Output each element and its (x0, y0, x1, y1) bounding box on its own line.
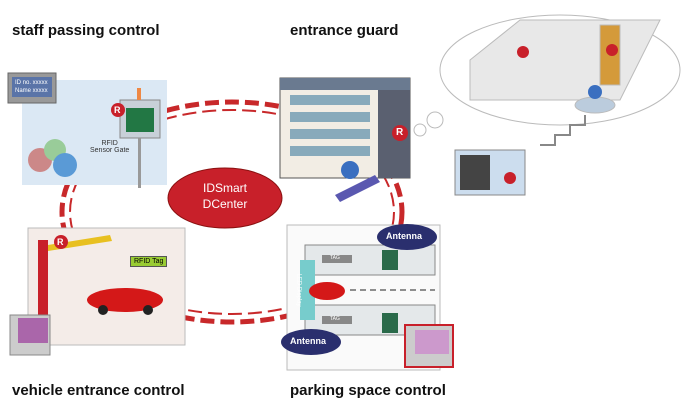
connection-ring (59, 99, 405, 325)
gate-line2: Sensor Gate (90, 147, 130, 154)
antenna-top: Antenna (386, 231, 422, 241)
label-vehicle-entrance: vehicle entrance control (12, 382, 185, 399)
center-line1: IDSmart (202, 181, 247, 195)
reader-icon: R (396, 127, 404, 138)
label-entrance-guard: entrance guard (290, 22, 399, 39)
monitor-text: ID no. xxxxx Name xxxxx (15, 79, 48, 95)
connection-ring-inner (69, 109, 395, 315)
gate-label: RFID Sensor Gate (90, 140, 129, 154)
rfid-tag: RFID Tag (130, 256, 168, 267)
parking-tag: TAG (330, 316, 340, 322)
led-display: LED Display (295, 273, 302, 307)
center-label: IDSmart DCenter (180, 180, 270, 212)
monitor-name: Name xxxxx (15, 88, 48, 94)
idsmart-center (167, 167, 283, 229)
reader-icon: R (114, 105, 121, 115)
monitor-id: ID no. xxxxx (15, 80, 48, 86)
gate-line1: RFID (101, 140, 118, 147)
label-parking-space: parking space control (290, 382, 446, 399)
center-line2: DCenter (202, 197, 248, 211)
parking-tag: TAG (330, 255, 340, 261)
cloud-scene (413, 14, 681, 146)
building-icon (279, 77, 411, 202)
label-staff-passing: staff passing control (12, 22, 160, 39)
antenna-bottom: Antenna (290, 336, 326, 346)
reader-icon: R (57, 237, 64, 247)
